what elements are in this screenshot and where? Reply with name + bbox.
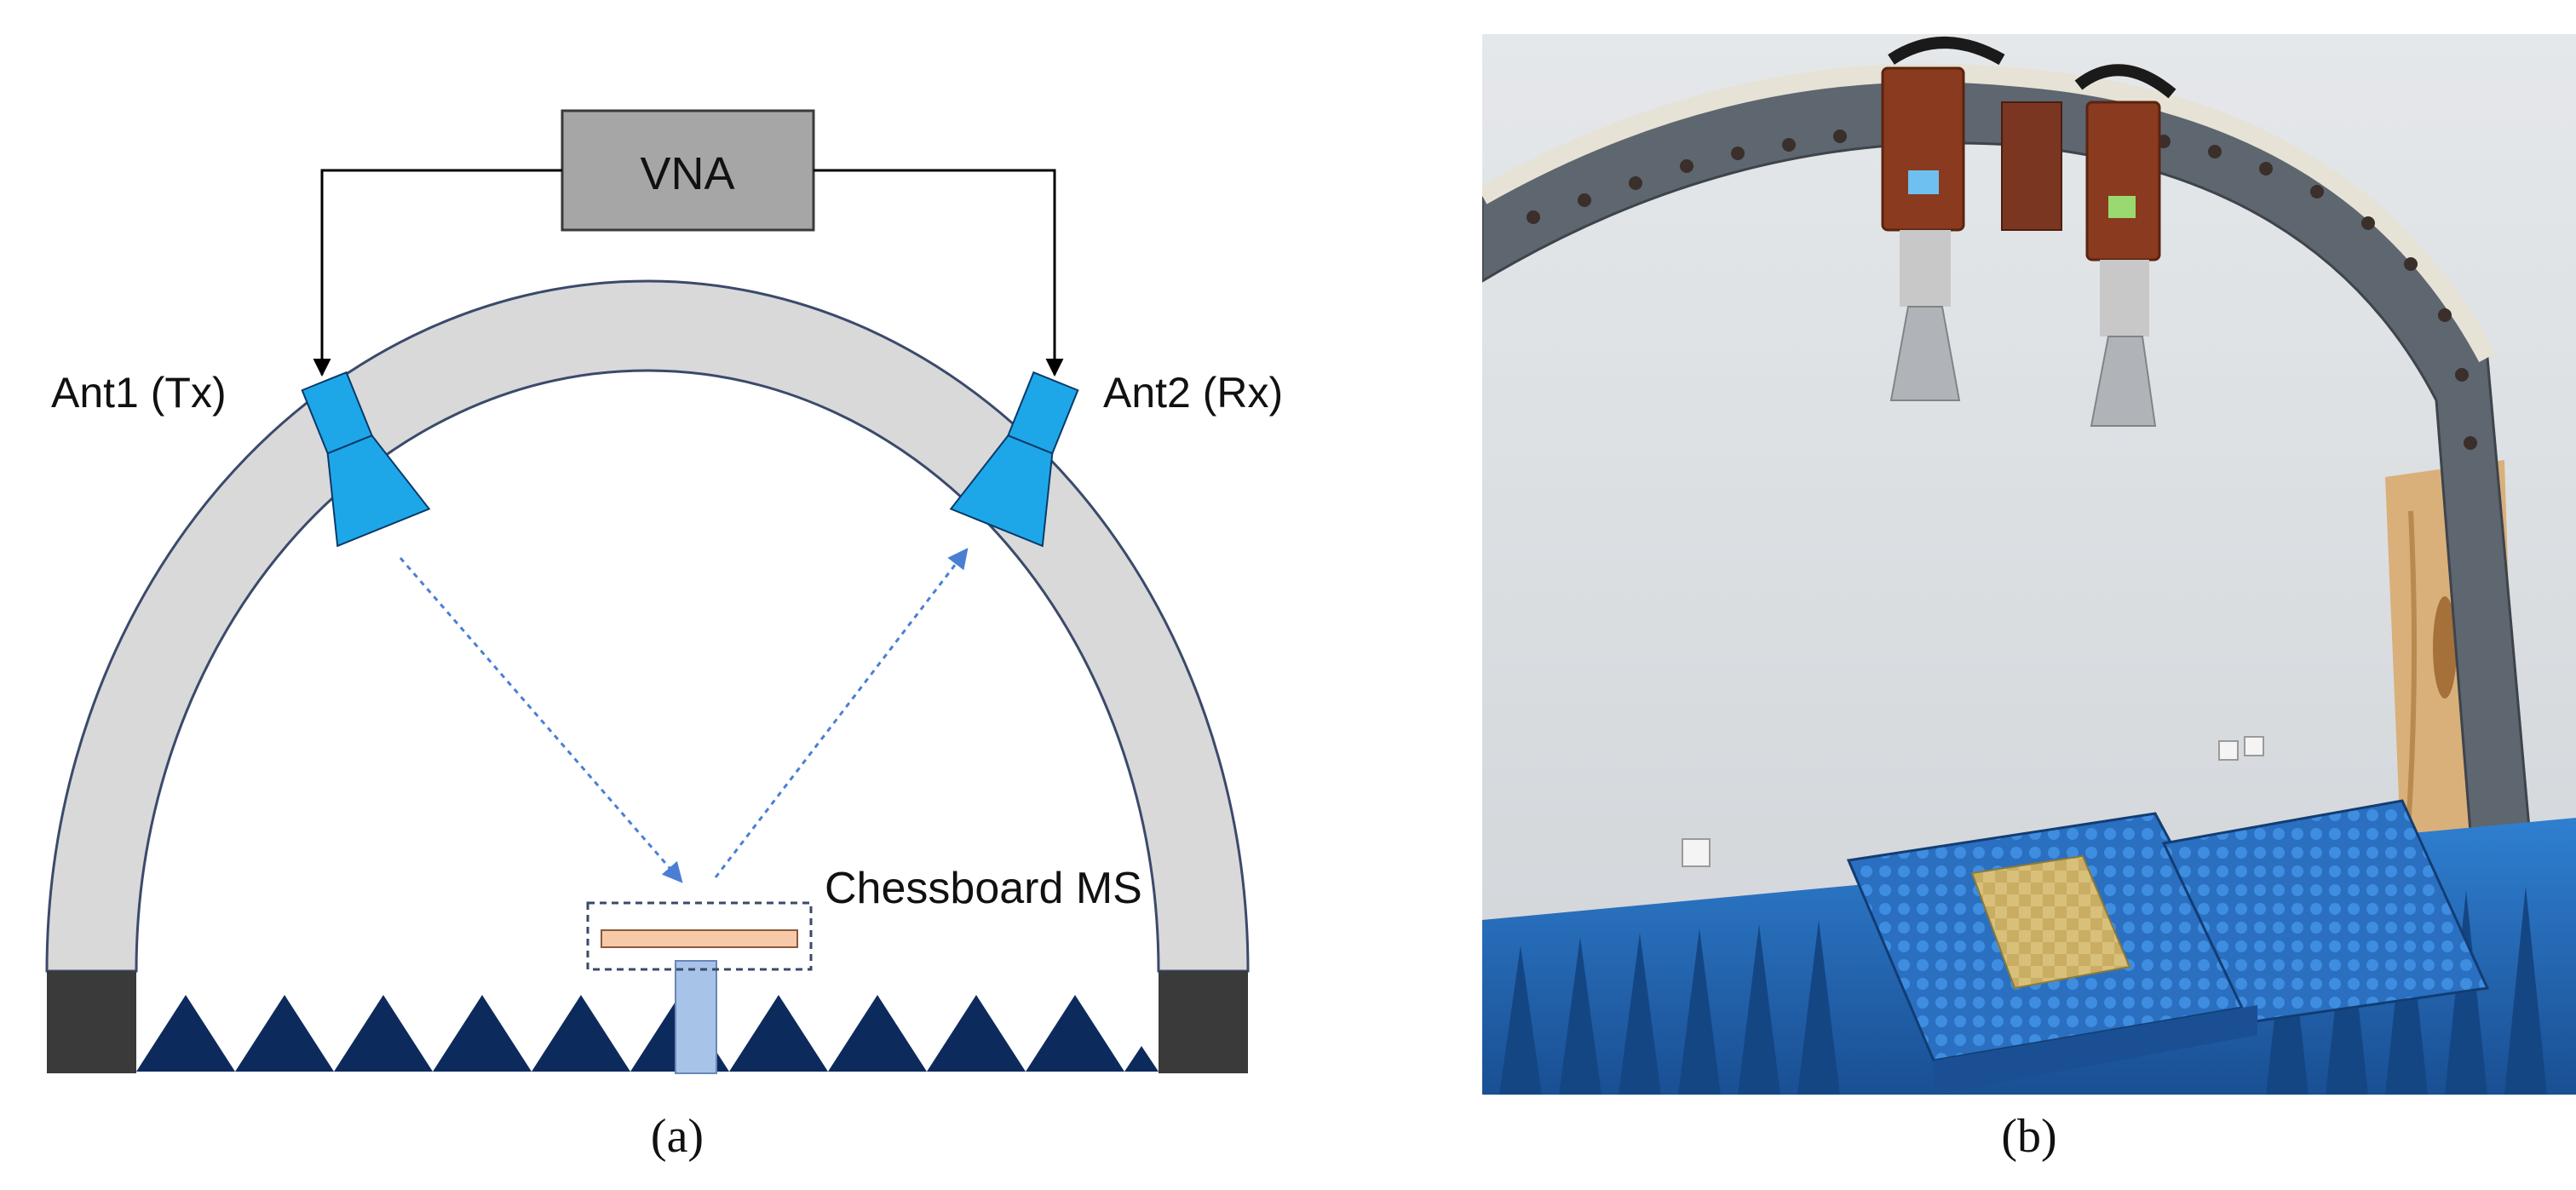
absorber-pyramid	[1124, 1046, 1159, 1072]
wall-socket	[1682, 838, 1711, 867]
wall-socket	[2244, 736, 2264, 756]
schematic-svg: VNA Ant1 (Tx) Ant2 (Rx) Chessboard MS	[45, 109, 1283, 1163]
tx-antenna-label: Ant1 (Tx)	[51, 369, 227, 417]
absorber-pyramid	[235, 995, 334, 1072]
vna-box	[561, 109, 815, 232]
caption-a: (a)	[651, 1110, 704, 1163]
sample-stand	[675, 960, 717, 1074]
photo-svg: (b)	[1482, 34, 2576, 1190]
wall-socket	[2218, 740, 2239, 761]
panel-a-schematic: VNA Ant1 (Tx) Ant2 (Rx) Chessboard MS	[45, 109, 1283, 1163]
absorber-floor	[136, 995, 1159, 1072]
absorber-pyramid	[828, 995, 927, 1072]
tx-antenna	[301, 371, 431, 548]
tx-cable	[313, 169, 562, 377]
incident-ray	[399, 557, 683, 883]
absorber-pyramid	[927, 995, 1026, 1072]
chessboard-sample	[601, 929, 798, 948]
absorber-pyramid	[1026, 995, 1124, 1072]
panel-b-photo: (b)	[1482, 0, 2576, 1190]
rx-cable	[814, 169, 1064, 377]
absorber-pyramid	[136, 995, 235, 1072]
sample-dashed-box	[586, 901, 813, 971]
absorber-pyramid	[532, 995, 630, 1072]
vna-label: VNA	[640, 148, 734, 199]
rx-antenna-label: Ant2 (Rx)	[1103, 369, 1283, 417]
absorber-pyramid	[729, 995, 828, 1072]
reflected-ray	[714, 548, 969, 878]
absorber-pyramid	[334, 995, 433, 1072]
left-base-block	[47, 971, 136, 1073]
right-base-block	[1159, 971, 1248, 1073]
sample-label: Chessboard MS	[825, 864, 1142, 913]
rx-antenna-mount	[2074, 64, 2176, 427]
chessboard-sample-photo	[1970, 854, 2131, 990]
absorber-pyramid	[433, 995, 532, 1072]
tx-antenna-mount	[1881, 37, 2005, 401]
rx-antenna	[949, 371, 1079, 548]
caption-b: (b)	[2001, 1110, 2056, 1163]
